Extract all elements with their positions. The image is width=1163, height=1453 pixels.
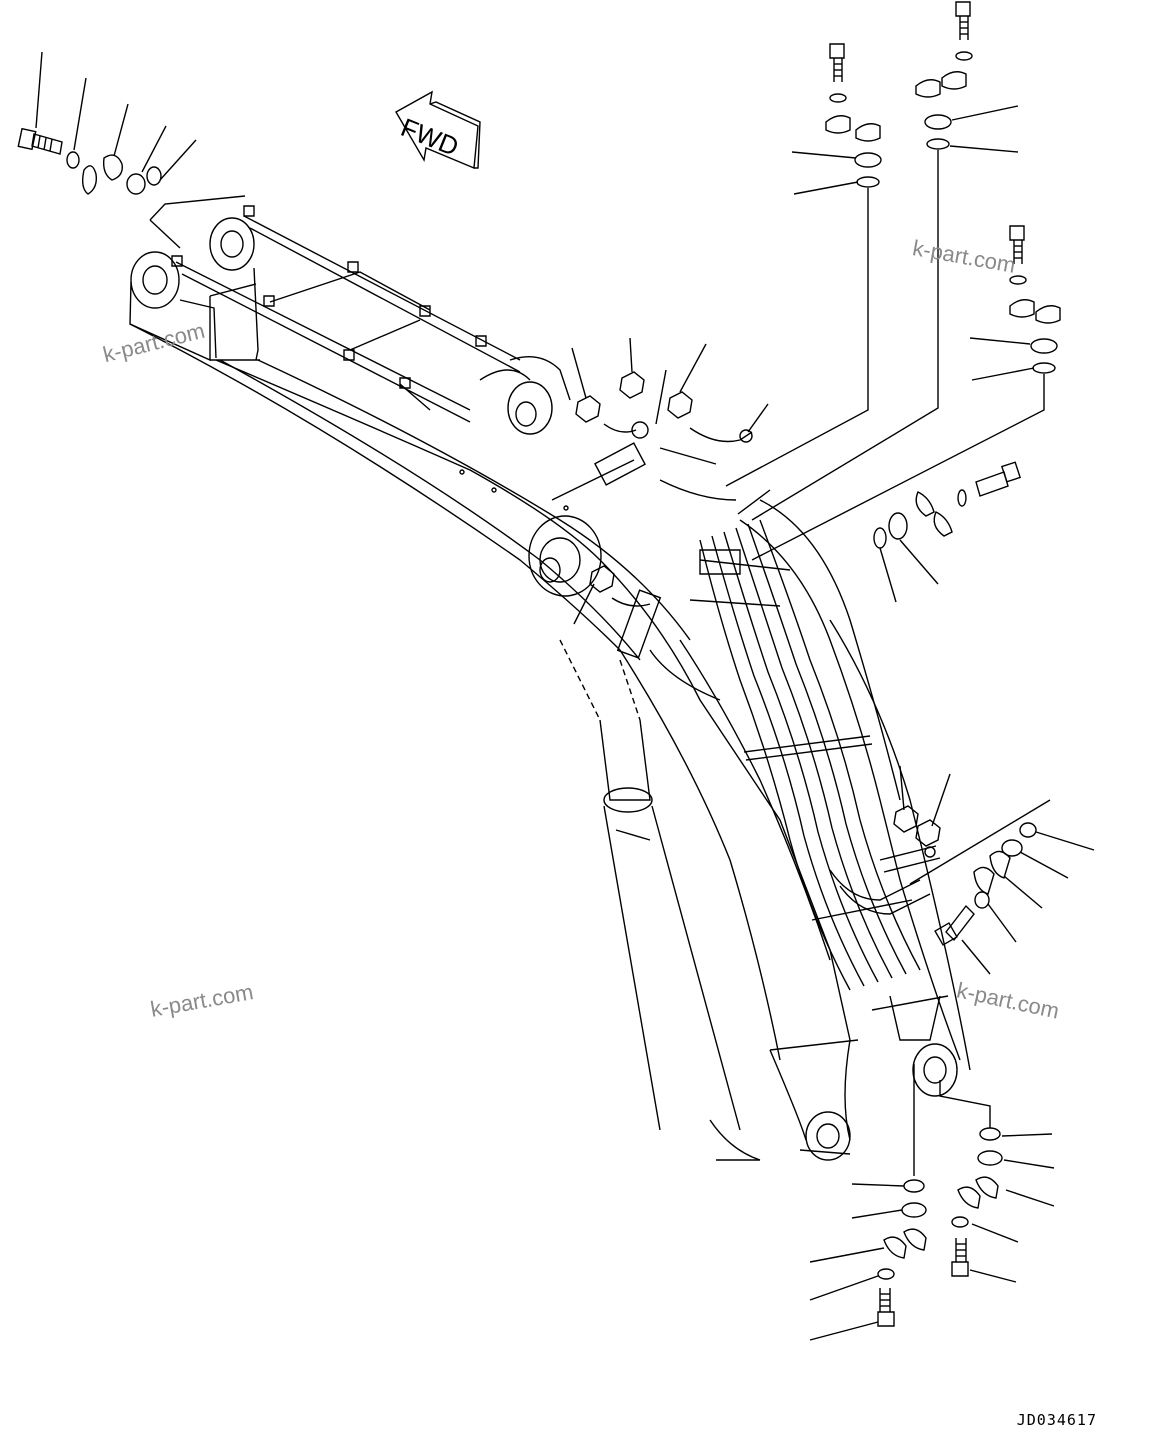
bottom-fitting-kits xyxy=(810,1064,1054,1340)
pipe-clamp xyxy=(700,560,790,570)
right-lower-fitting-kit xyxy=(935,823,1094,974)
washer-icon xyxy=(830,94,846,102)
washer-icon xyxy=(67,152,79,168)
split-flange-icon xyxy=(83,166,97,194)
mid-right-fitting-kit xyxy=(874,462,1020,602)
bolt-icon xyxy=(830,44,844,82)
bolt-icon xyxy=(952,1238,968,1276)
washer-icon xyxy=(956,52,972,60)
hex-nut-icon xyxy=(576,396,600,422)
split-flange-icon xyxy=(1036,306,1060,323)
pipe-clamp xyxy=(344,350,354,360)
mid-hose-fittings xyxy=(552,338,1050,884)
o-ring-icon xyxy=(1033,363,1055,373)
seal-ring-icon xyxy=(855,153,881,167)
seal-ring-icon xyxy=(925,115,951,129)
o-ring-icon xyxy=(927,139,949,149)
upper-right-fitting-kits xyxy=(726,2,1060,560)
split-flange-icon xyxy=(1010,300,1034,317)
pipe-clamp xyxy=(690,600,780,606)
split-flange-icon xyxy=(976,1177,998,1198)
split-flange-icon xyxy=(916,492,934,516)
hydraulic-pipe-bundle xyxy=(172,206,948,1040)
split-flange-icon xyxy=(958,1187,980,1208)
split-flange-icon xyxy=(826,116,850,133)
boom-body xyxy=(130,218,970,1160)
boom-tip-pin-boss xyxy=(806,1112,850,1160)
boom-cylinder-pin-boss xyxy=(508,382,552,434)
seal-ring-icon xyxy=(1002,840,1022,856)
pipe-clamp xyxy=(872,996,948,1010)
washer-icon xyxy=(1010,276,1026,284)
fwd-direction-arrow xyxy=(396,92,480,168)
o-ring-icon xyxy=(1020,823,1036,837)
split-flange-icon xyxy=(104,155,123,180)
o-ring-icon xyxy=(857,177,879,187)
seal-ring-icon xyxy=(978,1151,1002,1165)
pipe-clamp xyxy=(812,900,912,920)
hose-elbow-icon xyxy=(690,428,752,442)
boom-foot-pin-boss xyxy=(131,252,179,308)
pipe-clamp xyxy=(744,736,870,752)
o-ring-icon xyxy=(147,167,161,185)
pipe-clamp xyxy=(400,378,410,388)
pipe-clamp xyxy=(244,206,254,216)
hex-nut-icon xyxy=(894,806,918,832)
pipe-clamp xyxy=(348,262,358,272)
washer-icon xyxy=(975,892,989,908)
bolt-icon xyxy=(1010,226,1024,264)
pipe-clamp xyxy=(420,306,430,316)
pipe-clamp xyxy=(746,744,872,760)
hose-elbow-icon xyxy=(604,424,636,432)
seal-ring-icon xyxy=(902,1203,926,1217)
washer-icon xyxy=(952,1217,968,1227)
seal-ring-icon xyxy=(127,174,145,194)
hose-elbow-icon xyxy=(612,598,650,606)
bolt-icon xyxy=(878,1288,894,1326)
bolt-icon xyxy=(935,906,974,945)
split-flange-icon xyxy=(990,851,1010,878)
pipe-clamp xyxy=(172,256,182,266)
hex-nut-icon xyxy=(590,566,614,592)
bolt-icon xyxy=(976,472,1008,496)
pipe-clamp xyxy=(476,336,486,346)
boom-tip-pin-boss xyxy=(913,1044,957,1096)
bolt-icon xyxy=(956,2,970,40)
seal-ring-icon xyxy=(1031,339,1057,353)
split-flange-icon xyxy=(916,80,940,97)
hex-nut-icon xyxy=(916,820,940,846)
hex-nut-icon xyxy=(620,372,644,398)
drawing-code: JD034617 xyxy=(1016,1411,1097,1429)
boom-cylinder-pin-boss xyxy=(529,516,601,596)
split-flange-icon xyxy=(934,512,952,536)
boom-cylinder xyxy=(560,640,760,1160)
o-ring-icon xyxy=(874,528,886,548)
pipe-clamp xyxy=(264,296,274,306)
upper-left-fitting-kit xyxy=(18,52,245,248)
split-flange-icon xyxy=(856,124,880,141)
split-flange-icon xyxy=(974,867,994,894)
seal-ring-icon xyxy=(889,513,907,539)
hex-nut-icon xyxy=(668,392,692,418)
split-flange-icon xyxy=(884,1237,906,1258)
split-flange-icon xyxy=(942,72,966,89)
washer-icon xyxy=(878,1269,894,1279)
o-ring-icon xyxy=(904,1180,924,1192)
washer-icon xyxy=(958,490,966,506)
o-ring-icon xyxy=(980,1128,1000,1140)
bolt-icon xyxy=(18,129,62,154)
split-flange-icon xyxy=(904,1229,926,1250)
boom-foot-pin-boss xyxy=(210,218,254,270)
